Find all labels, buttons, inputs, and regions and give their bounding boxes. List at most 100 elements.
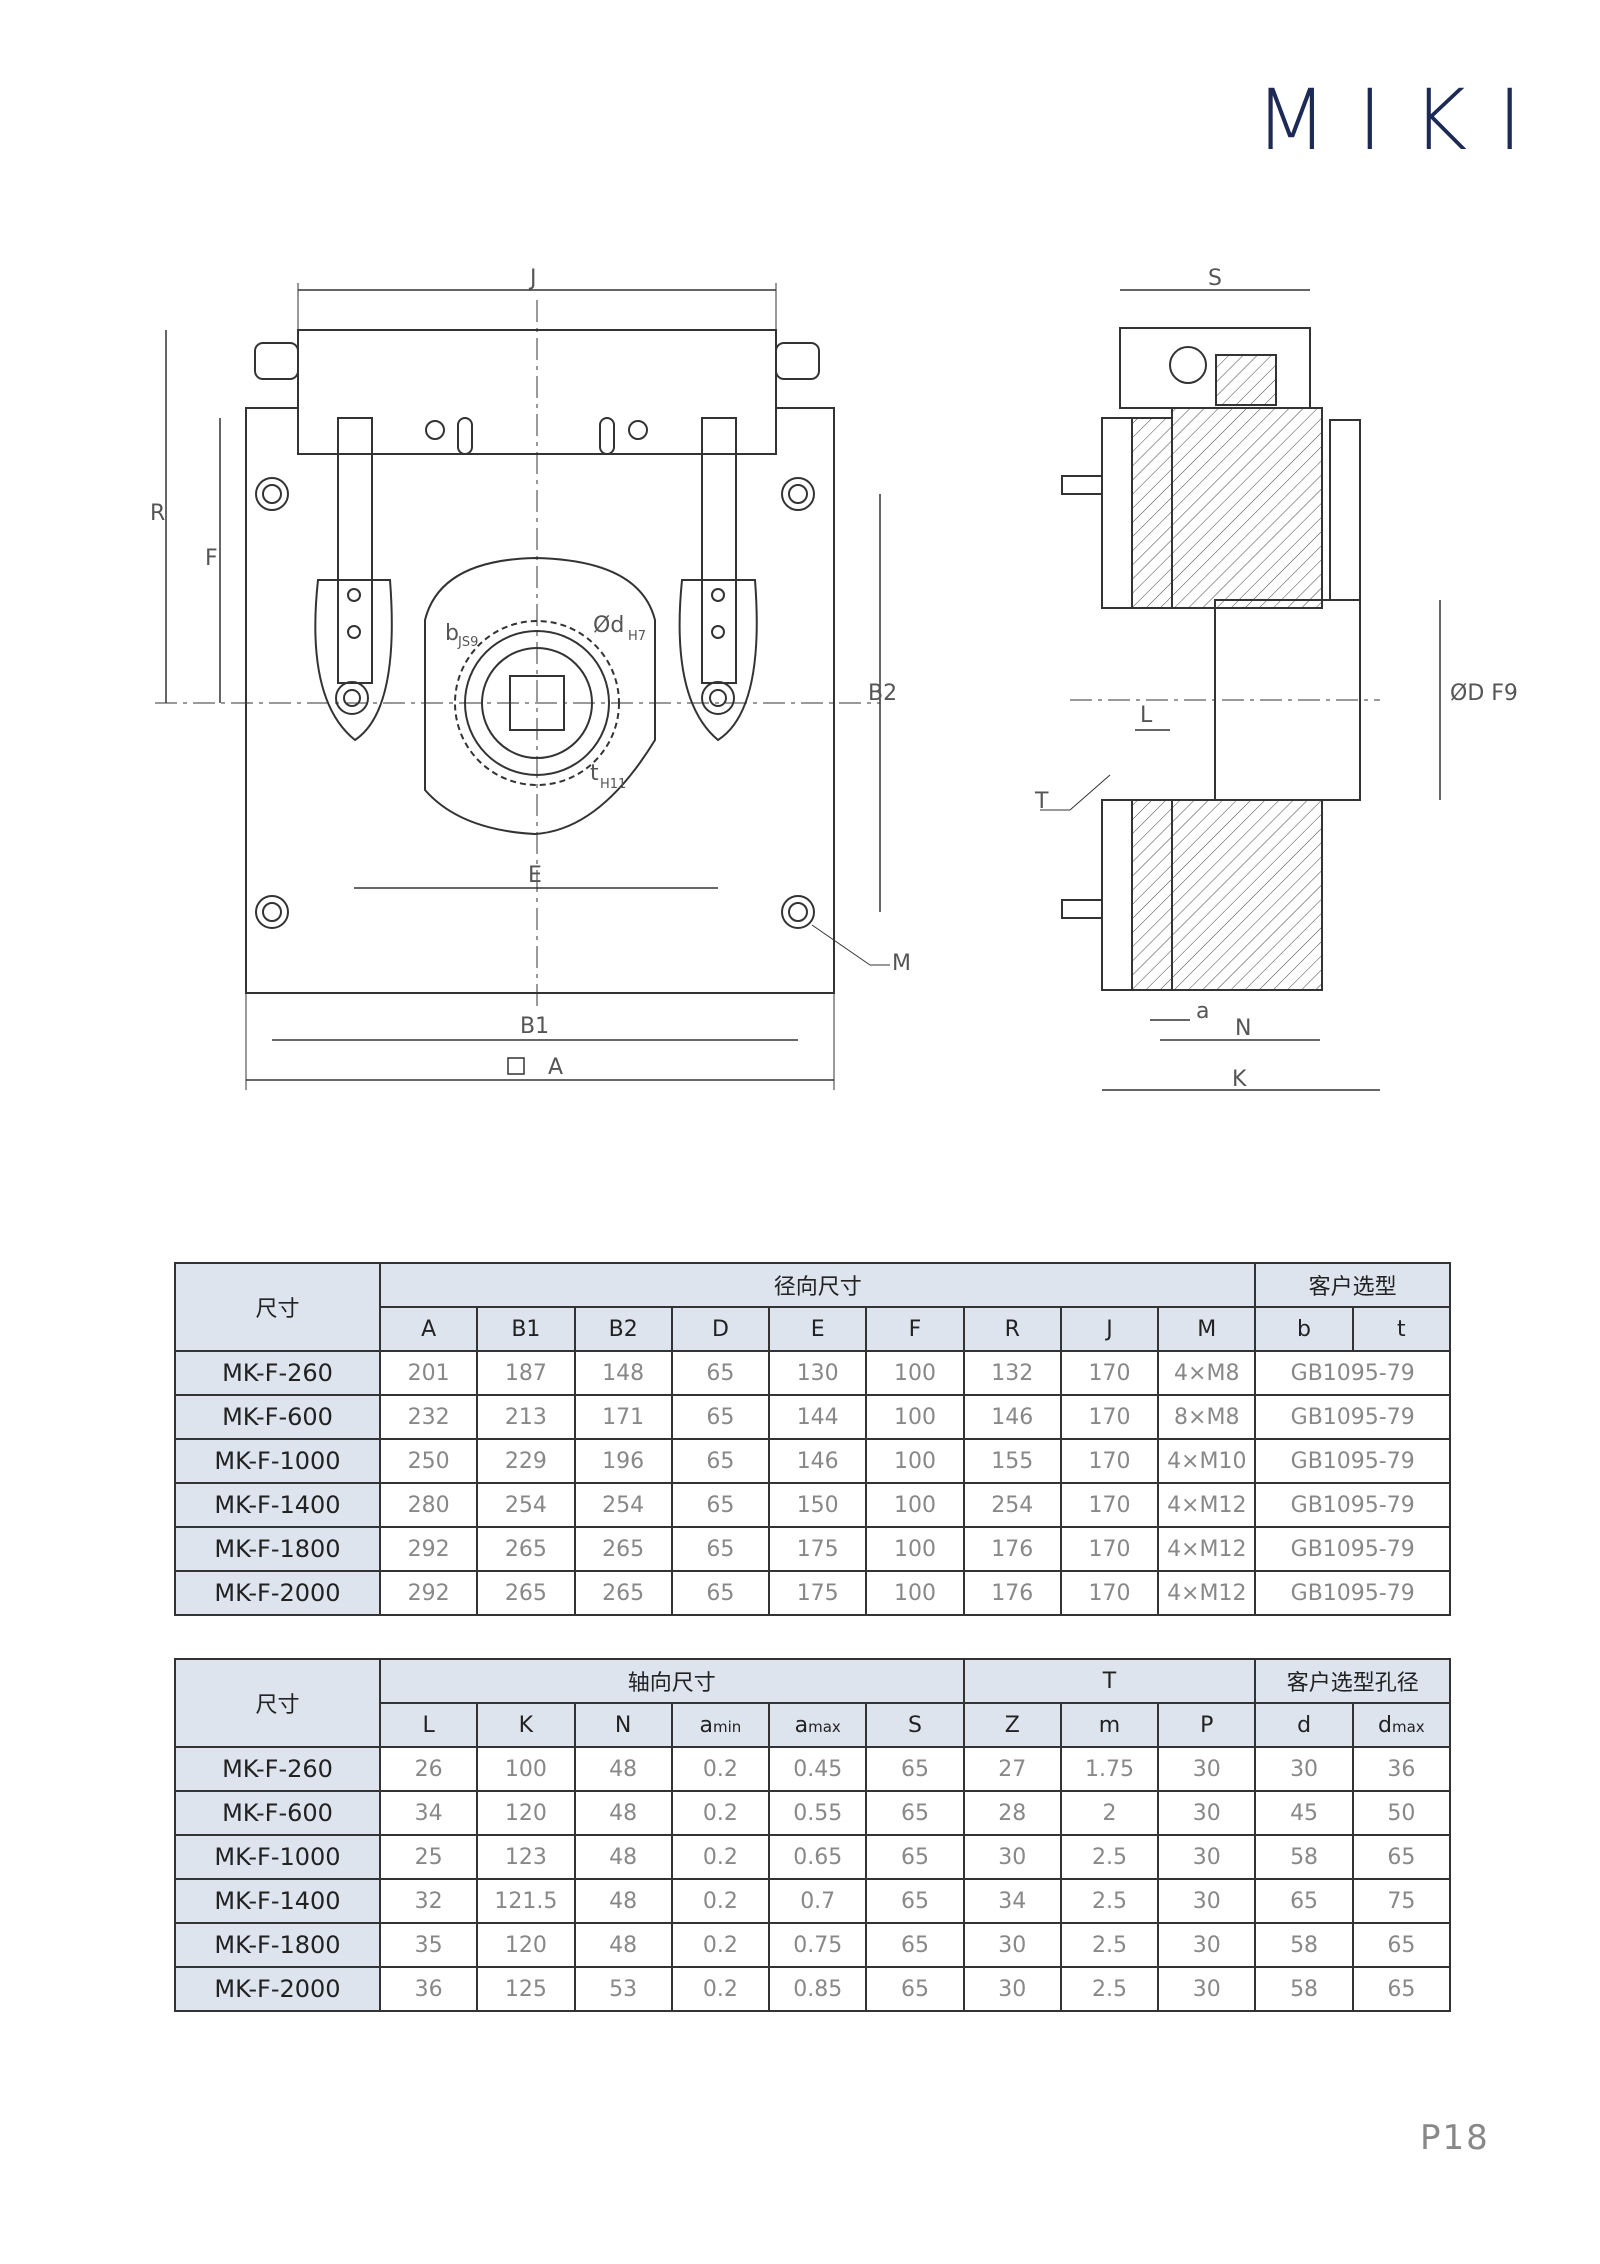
col-header: K xyxy=(476,1702,576,1748)
value-cell: 48 xyxy=(573,1834,673,1880)
value-cell: 100 xyxy=(865,1482,965,1528)
value-cell: 2 xyxy=(1059,1790,1160,1836)
value-cell: 265 xyxy=(573,1526,673,1572)
model-cell: MK-F-260 xyxy=(174,1350,381,1396)
value-cell: 65 xyxy=(670,1350,771,1396)
model-cell: MK-F-2000 xyxy=(174,1966,381,2012)
value-cell: 50 xyxy=(1351,1790,1451,1836)
dim-M: M xyxy=(892,951,911,976)
col-header-label: P xyxy=(1200,1712,1214,1738)
col-header: amin xyxy=(670,1702,771,1748)
value-cell: 65 xyxy=(670,1526,771,1572)
value-cell: 120 xyxy=(476,1790,576,1836)
value-cell: 0.7 xyxy=(768,1878,868,1924)
value-cell: 146 xyxy=(768,1438,868,1484)
value-cell: 170 xyxy=(1059,1570,1160,1616)
value-cell: 100 xyxy=(865,1350,965,1396)
value-cell: 120 xyxy=(476,1922,576,1968)
dim-a: a xyxy=(1196,999,1209,1024)
value-cell: 65 xyxy=(865,1878,965,1924)
dim-b-sub: JS9 xyxy=(457,635,478,650)
value-cell: 30 xyxy=(962,1834,1062,1880)
value-cell: 36 xyxy=(1351,1746,1451,1792)
value-cell: 170 xyxy=(1059,1482,1160,1528)
dim-E: E xyxy=(528,863,542,888)
col-header-label: N xyxy=(614,1712,632,1738)
value-cell: 65 xyxy=(865,1746,965,1792)
dim-t: t xyxy=(590,761,599,786)
model-cell: MK-F-2000 xyxy=(174,1570,381,1616)
value-cell: 125 xyxy=(476,1966,576,2012)
value-cell: 265 xyxy=(476,1570,576,1616)
value-cell: 4×M8 xyxy=(1157,1350,1257,1396)
col-header: B2 xyxy=(573,1306,673,1352)
value-cell: 100 xyxy=(865,1526,965,1572)
value-cell: 65 xyxy=(1351,1834,1451,1880)
value-cell: 30 xyxy=(1157,1922,1257,1968)
value-cell: 0.2 xyxy=(670,1878,771,1924)
value-cell: 48 xyxy=(573,1878,673,1924)
page-number: P18 xyxy=(1420,2118,1490,2158)
col-header-subscript: min xyxy=(713,1717,742,1736)
value-cell: 75 xyxy=(1351,1878,1451,1924)
radial-dimensions-table: 尺寸 径向尺寸 客户选型 A B1 B2 D E F R J M b t MK-… xyxy=(174,1262,1451,1616)
dim-J: J xyxy=(528,266,537,291)
value-cell: 48 xyxy=(573,1746,673,1792)
value-cell: 65 xyxy=(865,1922,965,1968)
value-cell: 0.75 xyxy=(768,1922,868,1968)
value-cell: 148 xyxy=(573,1350,673,1396)
value-cell: 292 xyxy=(378,1570,479,1616)
value-cell: 30 xyxy=(962,1966,1062,2012)
col-header: A xyxy=(378,1306,479,1352)
col-header-subscript: max xyxy=(1391,1717,1425,1736)
value-cell: 8×M8 xyxy=(1157,1394,1257,1440)
value-cell: 0.85 xyxy=(768,1966,868,2012)
value-cell: 196 xyxy=(573,1438,673,1484)
value-cell: 171 xyxy=(573,1394,673,1440)
model-cell: MK-F-1800 xyxy=(174,1922,381,1968)
dim-F: F xyxy=(205,546,218,571)
col-header-label: Z xyxy=(1004,1712,1020,1738)
value-cell: 0.2 xyxy=(670,1922,771,1968)
dim-d-sub: H7 xyxy=(628,629,646,644)
value-cell: 58 xyxy=(1254,1922,1354,1968)
value-cell: 2.5 xyxy=(1059,1922,1160,1968)
corner-header: 尺寸 xyxy=(174,1658,381,1748)
corner-header: 尺寸 xyxy=(174,1262,381,1352)
value-cell: 65 xyxy=(670,1394,771,1440)
value-cell: 0.45 xyxy=(768,1746,868,1792)
value-cell: 0.2 xyxy=(670,1966,771,2012)
value-cell: 187 xyxy=(476,1350,576,1396)
col-header-label: a xyxy=(699,1712,714,1738)
value-cell: 254 xyxy=(476,1482,576,1528)
dim-L: L xyxy=(1140,703,1153,728)
value-cell: 130 xyxy=(768,1350,868,1396)
dim-R: R xyxy=(150,501,165,526)
value-cell: 175 xyxy=(768,1526,868,1572)
value-cell: 30 xyxy=(1254,1746,1354,1792)
value-cell: 30 xyxy=(1157,1878,1257,1924)
group-header-bore: 客户选型孔径 xyxy=(1254,1658,1451,1704)
col-header-label: d xyxy=(1378,1712,1392,1738)
value-cell: 176 xyxy=(962,1570,1062,1616)
dim-B1: B1 xyxy=(520,1014,549,1039)
col-header: P xyxy=(1157,1702,1257,1748)
value-cell: 30 xyxy=(962,1922,1062,1968)
value-cell: 0.2 xyxy=(670,1746,771,1792)
value-cell: 100 xyxy=(476,1746,576,1792)
value-cell: 65 xyxy=(670,1482,771,1528)
value-cell: 100 xyxy=(865,1438,965,1484)
technical-drawing: J R F B2 E B1 A M b JS9 Ød H7 t H11 S ØD… xyxy=(150,266,1518,1092)
col-header-label: m xyxy=(1098,1712,1121,1738)
value-cell: 170 xyxy=(1059,1526,1160,1572)
value-cell: 175 xyxy=(768,1570,868,1616)
value-cell: 0.65 xyxy=(768,1834,868,1880)
value-cell: 45 xyxy=(1254,1790,1354,1836)
value-cell: 25 xyxy=(378,1834,479,1880)
col-header: E xyxy=(768,1306,868,1352)
